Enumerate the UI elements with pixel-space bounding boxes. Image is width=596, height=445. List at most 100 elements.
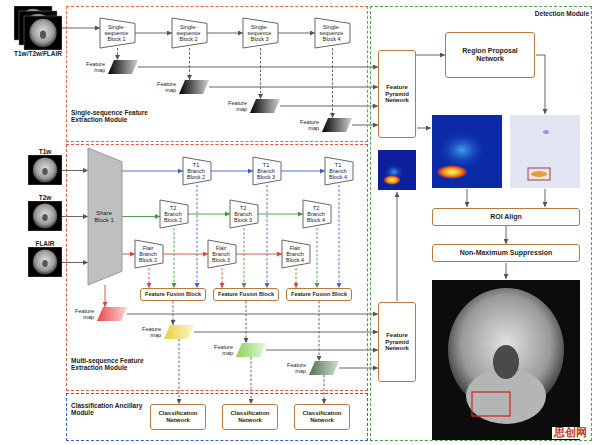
connector-arrow [246,301,247,343]
process-box: Non-Maximum Suppression [432,244,580,262]
heatmap-ground [378,150,416,190]
input-image: T2w [28,194,62,231]
node-label: Detection Module [491,10,589,17]
mri-result [432,280,580,440]
feature-map-plane [97,307,127,321]
connector-arrow [127,314,378,315]
feature-map: Feature map [280,361,339,375]
feature-map: Feature map [135,325,194,339]
node-label: ROI Align [436,213,576,221]
connector-arrow [339,185,340,288]
connector-arrow [189,48,190,80]
flow-line [506,263,507,279]
connector-arrow [280,106,378,107]
flow-line [467,189,468,207]
feature-map-shape [108,60,138,74]
node-label: Single-sequence Block 2 [174,24,203,43]
proposal-ground [510,115,580,188]
feature-map-shape [179,80,209,94]
module-frame: Single-sequence Feature Extraction Modul… [66,6,368,142]
branch-block: T2 Branch Block 3 [230,200,258,228]
trapezoid-shape [160,200,188,228]
feature-map-plane [164,325,194,339]
scan-ventricle [42,214,47,221]
feature-map-plane [108,60,138,74]
connector-arrow [179,339,180,404]
branch-block: Single-sequence Block 2 [172,18,207,48]
node-label: FLAIR [35,240,54,247]
feature-map-shape [97,307,127,321]
scan-ventricle [42,168,47,175]
connector-arrow [122,216,160,217]
connector-arrow [332,48,333,118]
connector-arrow [117,48,118,60]
node-label: Feature Fusion Block [290,291,348,297]
node-label: T2 Branch Block 4 [305,205,327,224]
node-label: Single-sequence Block 4 [317,24,346,43]
scan-brain [33,204,57,229]
node-label: Classification Network [226,410,274,424]
connector-arrow [352,125,378,126]
connector-arrow [319,301,320,361]
flow-line [397,192,398,301]
scan-image [28,201,62,231]
flow-lines [397,55,545,301]
feature-map-shape [250,99,280,113]
node-label: Classification Network [154,410,202,424]
feature-map-plane [236,343,266,357]
feature-map: Feature map [293,118,352,132]
connector-arrow [416,55,445,56]
scan-image [28,247,62,277]
feature-map: Feature map [79,60,138,74]
node-label: Feature map [207,344,233,357]
flow-line [545,189,546,207]
feature-map: Feature map [207,343,266,357]
trapezoid-shape [230,200,258,228]
scan-ground [28,155,62,185]
proposal-box [528,168,550,180]
node-label: Share Block 1 [90,210,118,224]
module-frame: Multi-sequence Feature Extraction Module… [66,144,368,391]
feature-map: Feature map [150,80,209,94]
module-frame: Classification Ancillary ModuleClassific… [66,393,368,441]
heatmap-spot [436,165,468,179]
input-image: FLAIR [28,240,62,277]
process-box: Region Proposal Network [445,32,535,78]
detection-box [472,392,510,416]
connector-arrow [281,171,325,172]
feature-map-plane [250,99,280,113]
node-label: Feature map [68,308,94,321]
connector-arrow [122,254,135,255]
module-frame: Detection ModuleFeature Pyramid NetworkF… [370,6,592,441]
node-label: Feature map [150,81,176,94]
process-box: ROI Align [432,208,580,226]
connector-arrow [211,171,253,172]
scan-brain [33,158,57,183]
node-label: Classification Network [298,410,346,424]
connector-arrow [244,228,245,288]
connector-arrow [266,350,378,351]
heatmap-glow [436,130,488,170]
connector-arrow [138,67,378,68]
trapezoid-shape [135,240,163,268]
shared-block: Share Block 1 [88,148,122,285]
branch-block: Single-sequence Block 4 [315,18,350,48]
branch-block: T1 Branch Block 3 [253,157,281,185]
scan-brain [33,250,57,275]
connector-arrow [339,368,378,369]
feature-map: Feature map [221,99,280,113]
feature-map-plane [179,80,209,94]
branch-block: Single-sequence Block 1 [100,18,135,48]
trapezoid-shape [183,157,211,185]
process-box: Feature Pyramid Network [378,302,416,382]
trapezoid-shape [208,240,236,268]
input-stack: T1w/T2w/FLAIR [12,6,64,57]
trapezoid-shape [243,18,278,48]
connector-arrow [194,332,378,333]
process-box: Classification Network [294,404,350,430]
connector-arrow [122,171,183,172]
trapezoid-shape [325,157,353,185]
node-label: Feature map [79,61,105,74]
trapezoid-shape [172,18,207,48]
node-label: T2 Branch Block 3 [232,205,254,224]
